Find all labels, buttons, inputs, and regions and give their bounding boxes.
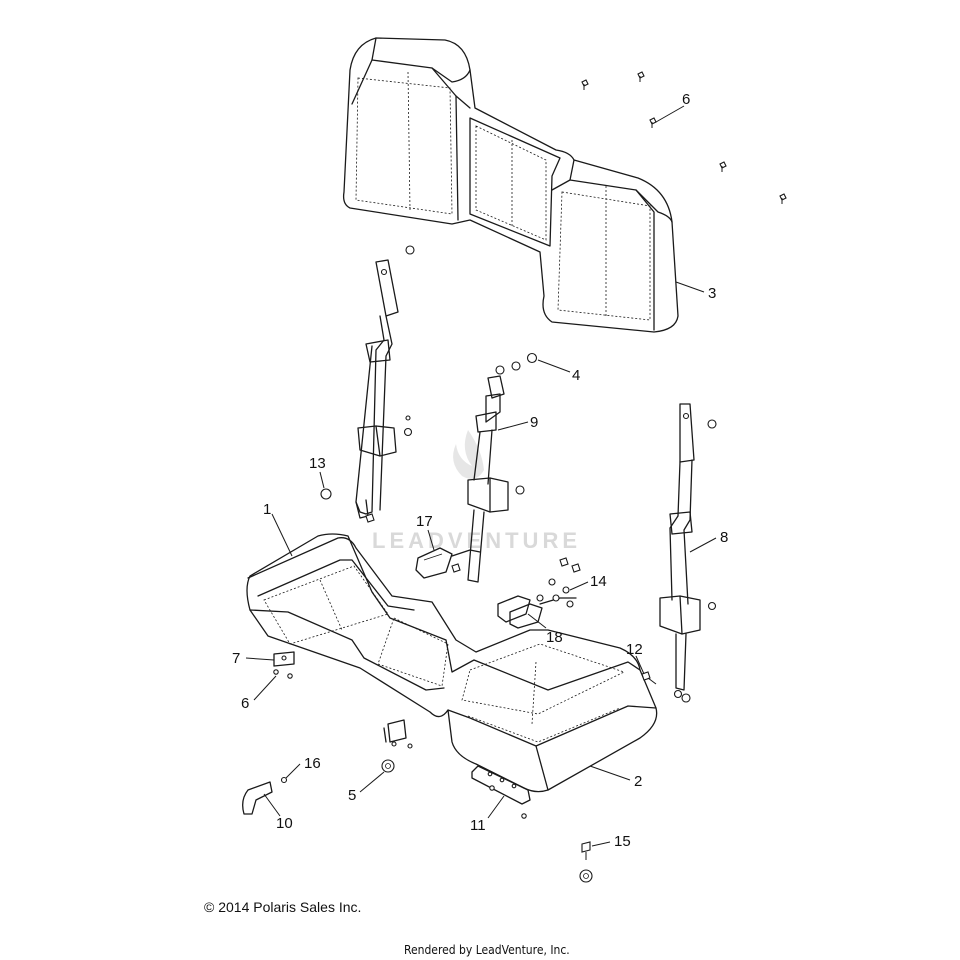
hinge-bracket[interactable] [383, 719, 413, 749]
callout-11[interactable]: 11 [470, 817, 486, 834]
nut-part-4[interactable] [403, 245, 717, 703]
callout-6-top[interactable]: 6 [682, 91, 690, 108]
cover-part-10[interactable] [242, 776, 288, 815]
callout-labels: 1 2 3 4 5 6 6 7 8 9 10 11 12 13 14 15 16… [232, 91, 728, 850]
copyright-text: © 2014 Polaris Sales Inc. [204, 899, 362, 915]
callout-7[interactable]: 7 [232, 650, 240, 667]
leader-lines [245, 105, 717, 847]
callout-17[interactable]: 17 [416, 513, 433, 530]
rendered-by-text: Rendered by LeadVenture, Inc. [404, 943, 570, 957]
bracket-part-7[interactable] [273, 651, 295, 667]
callout-10[interactable]: 10 [276, 815, 293, 832]
callout-5[interactable]: 5 [348, 787, 356, 804]
callout-14[interactable]: 14 [590, 573, 607, 590]
callout-2[interactable]: 2 [634, 773, 642, 790]
seat-belt-right-part-8[interactable] [659, 403, 701, 691]
screw-part-6[interactable] [581, 71, 787, 204]
buckle-part-18[interactable] [497, 595, 577, 629]
callout-9[interactable]: 9 [530, 414, 538, 431]
fastener-part-15[interactable] [579, 841, 593, 883]
buckle-part-17[interactable] [415, 547, 481, 579]
callout-13[interactable]: 13 [309, 455, 326, 472]
callout-1[interactable]: 1 [263, 501, 271, 518]
seat-belt-left[interactable] [355, 259, 399, 519]
callout-12[interactable]: 12 [626, 641, 643, 658]
watermark-text: LEADVENTURE [372, 528, 581, 553]
bracket-part-11[interactable] [471, 765, 531, 805]
callout-15[interactable]: 15 [614, 833, 631, 850]
callout-16[interactable]: 16 [304, 755, 321, 772]
nut-part-13[interactable] [320, 488, 332, 500]
watermark: LEADVENTURE [372, 430, 581, 553]
seat-belt-center-part-9[interactable] [467, 375, 509, 583]
seat-back-part-3[interactable] [342, 37, 679, 333]
callout-18[interactable]: 18 [546, 629, 563, 646]
nut-part-5[interactable] [381, 759, 395, 773]
callout-3[interactable]: 3 [708, 285, 716, 302]
callout-8[interactable]: 8 [720, 529, 728, 546]
hardware [273, 71, 787, 883]
callout-6-lower[interactable]: 6 [241, 695, 249, 712]
callout-4[interactable]: 4 [572, 367, 580, 384]
seat-base-part-1[interactable] [246, 533, 658, 793]
